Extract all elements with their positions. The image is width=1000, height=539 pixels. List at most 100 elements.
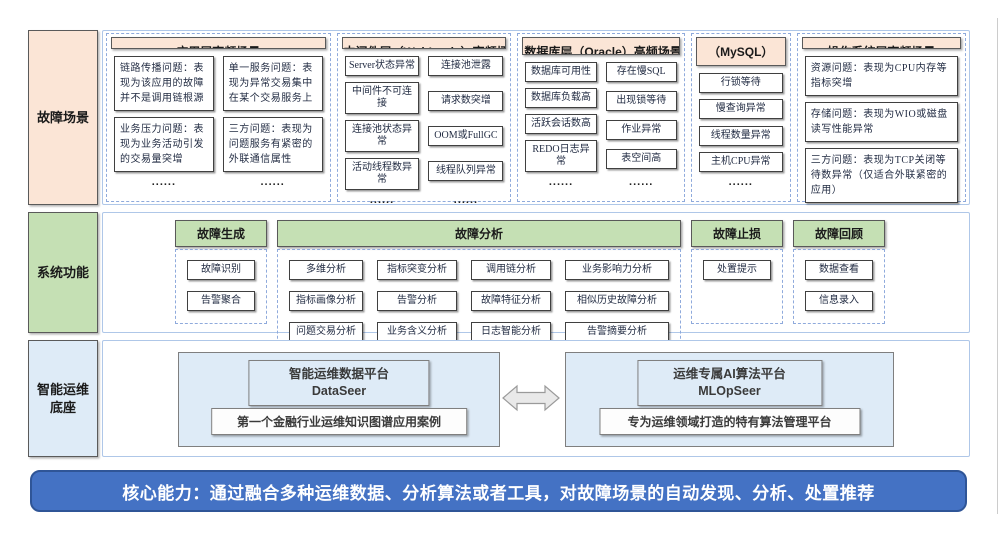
fault-scenarios-panel: 应用层高频场景 链路传播问题：表现为该应用的故障并不是调用链根源 业务压力问题：…	[102, 30, 970, 218]
scenario-card: 活动线程数异常	[344, 158, 420, 190]
section-label-fault-scenarios: 故障场景	[28, 30, 98, 205]
scenario-card: 线程数量异常	[698, 125, 783, 146]
scenario-card: 存储问题：表现为WIO或磁盘读写性能异常	[804, 102, 958, 142]
function-group-title: 故障回顾	[793, 220, 885, 247]
system-functions-band: 系统功能 故障生成 故障识别 告警聚合 故障分析 多维分析 指标突变分析 调用链…	[28, 212, 970, 349]
scenario-card: 连接池泄露	[428, 56, 504, 76]
function-item: 业务含义分析	[377, 322, 457, 342]
scenario-card: 中间件不可连接	[344, 82, 420, 114]
group-columns: 数据库可用性 数据库负载高 活跃会话数高 REDO日志异常 ...... 存在慢…	[522, 55, 679, 197]
function-group-items: 多维分析 指标突变分析 调用链分析 业务影响力分析 指标画像分析 告警分析 故障…	[277, 249, 681, 349]
function-group-items: 数据查看 信息录入	[793, 249, 885, 324]
scenario-card: 活跃会话数高	[525, 114, 597, 135]
platform-subtitle: 专为运维领域打造的特有算法管理平台	[598, 408, 861, 435]
function-item: 故障特征分析	[471, 291, 551, 311]
scenario-card: 资源问题：表现为CPU内存等指标突增	[804, 56, 958, 96]
function-item: 数据查看	[805, 260, 873, 280]
data-platform-box: 智能运维数据平台 DataSeer 第一个金融行业运维知识图谱应用案例	[178, 352, 500, 447]
function-group-title: 故障分析	[277, 220, 681, 247]
group-columns: 资源问题：表现为CPU内存等指标突增 存储问题：表现为WIO或磁盘读写性能异常 …	[802, 49, 961, 228]
function-item: 调用链分析	[471, 260, 551, 280]
function-item: 指标突变分析	[377, 260, 457, 280]
scenario-card: Server状态异常	[344, 56, 420, 76]
scenario-card: 线程队列异常	[428, 161, 504, 181]
function-item: 告警摘要分析	[565, 322, 669, 342]
ai-platform-box: 运维专属AI算法平台 MLOpSeer 专为运维领域打造的特有算法管理平台	[565, 352, 894, 447]
scenario-card: 业务压力问题：表现为业务活动引发的交易量突增	[114, 117, 214, 173]
ellipsis: ......	[728, 176, 753, 189]
scenario-group-middleware: 中间件层（WebLogic）高频场景 Server状态异常 中间件不可连接 连接…	[336, 33, 512, 205]
function-group-items: 处置提示	[691, 249, 783, 324]
platform-title: 智能运维数据平台	[288, 367, 389, 382]
function-group-fault-review: 故障回顾 数据查看 信息录入	[793, 220, 885, 324]
function-item: 告警聚合	[187, 291, 255, 311]
function-item: 指标画像分析	[289, 291, 363, 311]
group-column: 存在慢SQL 出现锁等待 作业异常 表空间高 ......	[605, 62, 677, 191]
scenario-card: 数据库可用性	[525, 62, 597, 83]
scenario-card: 出现锁等待	[605, 91, 677, 112]
group-columns: 链路传播问题：表现为该应用的故障并不是调用链根源 业务压力问题：表现为业务活动引…	[111, 49, 326, 197]
ai-platform-title-box: 运维专属AI算法平台 MLOpSeer	[636, 360, 823, 406]
scenario-card: 请求数突增	[428, 91, 504, 111]
group-title: 操作系统层高频场景	[801, 37, 961, 49]
function-item: 多维分析	[289, 260, 363, 280]
group-title: 数据库层（Oracle）高频场景	[522, 37, 680, 56]
function-item: 问题交易分析	[289, 322, 363, 342]
function-item: 信息录入	[805, 291, 873, 311]
platform-base-band: 智能运维底座 智能运维数据平台 DataSeer 第一个金融行业运维知识图谱应用…	[28, 340, 970, 457]
fault-scenarios-band: 故障场景 应用层高频场景 链路传播问题：表现为该应用的故障并不是调用链根源 业务…	[28, 30, 970, 218]
scenario-card: 主机CPU异常	[698, 151, 783, 172]
group-columns: 行锁等待 慢查询异常 线程数量异常 主机CPU异常 ......	[696, 66, 786, 197]
function-group-title: 故障止损	[691, 220, 783, 247]
scenario-card: 单一服务问题：表现为异常交易集中在某个交易服务上	[222, 56, 323, 112]
section-label-system-functions: 系统功能	[28, 212, 98, 333]
scenario-card: 表空间高	[605, 149, 677, 170]
system-functions-panel: 故障生成 故障识别 告警聚合 故障分析 多维分析 指标突变分析 调用链分析 业务…	[102, 212, 970, 349]
scenario-group-application: 应用层高频场景 链路传播问题：表现为该应用的故障并不是调用链根源 业务压力问题：…	[106, 33, 331, 202]
group-column: 数据库可用性 数据库负载高 活跃会话数高 REDO日志异常 ......	[525, 62, 597, 191]
platform-name: MLOpSeer	[698, 384, 761, 398]
scenario-group-mysql: （MySQL） 行锁等待 慢查询异常 线程数量异常 主机CPU异常 ......	[690, 33, 791, 202]
group-column: 链路传播问题：表现为该应用的故障并不是调用链根源 业务压力问题：表现为业务活动引…	[114, 56, 214, 191]
group-column: 资源问题：表现为CPU内存等指标突增 存储问题：表现为WIO或磁盘读写性能异常 …	[804, 56, 958, 222]
ellipsis: ......	[548, 176, 574, 189]
group-columns: Server状态异常 中间件不可连接 连接池状态异常 活动线程数异常 .....…	[342, 49, 507, 215]
function-group-fault-generation: 故障生成 故障识别 告警聚合	[175, 220, 267, 324]
group-column: 单一服务问题：表现为异常交易集中在某个交易服务上 三方问题：表现为问题服务有紧密…	[222, 56, 323, 191]
fault-analysis-grid: 多维分析 指标突变分析 调用链分析 业务影响力分析 指标画像分析 告警分析 故障…	[289, 260, 669, 342]
platform-name: DataSeer	[311, 384, 367, 398]
right-edge-divider	[997, 18, 998, 514]
group-column: Server状态异常 中间件不可连接 连接池状态异常 活动线程数异常 .....…	[344, 56, 420, 209]
ellipsis: ......	[453, 194, 479, 206]
group-title: 中间件层（WebLogic）高频场景	[341, 37, 507, 49]
function-group-items: 故障识别 告警聚合	[175, 249, 267, 324]
function-item: 相似历史故障分析	[565, 291, 669, 311]
scenario-card: 慢查询异常	[698, 99, 783, 120]
group-title: 应用层高频场景	[111, 37, 326, 50]
ellipsis: ......	[151, 176, 177, 189]
group-title: （MySQL）	[695, 37, 786, 66]
function-item: 业务影响力分析	[565, 260, 669, 280]
double-arrow-icon	[502, 383, 560, 413]
scenario-card: 存在慢SQL	[605, 62, 677, 83]
ellipsis: ......	[369, 194, 395, 206]
function-group-fault-mitigation: 故障止损 处置提示	[691, 220, 783, 324]
platform-subtitle: 第一个金融行业运维知识图谱应用案例	[211, 408, 467, 435]
platform-base-panel: 智能运维数据平台 DataSeer 第一个金融行业运维知识图谱应用案例 运维专属…	[102, 340, 970, 457]
scenario-card: 数据库负载高	[525, 88, 597, 109]
section-label-platform-base: 智能运维底座	[28, 340, 98, 457]
scenario-card: 三方问题：表现为TCP关闭等待数异常（仅适合外联紧密的应用）	[804, 148, 958, 203]
scenario-group-database-oracle: 数据库层（Oracle）高频场景 数据库可用性 数据库负载高 活跃会话数高 RE…	[517, 33, 685, 202]
platform-title: 运维专属AI算法平台	[673, 367, 786, 382]
group-column: 连接池泄露 请求数突增 OOM或FullGC 线程队列异常 ......	[428, 56, 504, 209]
function-group-fault-analysis: 故障分析 多维分析 指标突变分析 调用链分析 业务影响力分析 指标画像分析 告警…	[277, 220, 681, 349]
scenario-card: 三方问题：表现为问题服务有紧密的外联通信属性	[222, 117, 323, 173]
function-item: 故障识别	[187, 260, 255, 280]
function-item: 告警分析	[377, 291, 457, 311]
scenario-card: 行锁等待	[698, 73, 783, 93]
group-column: 行锁等待 慢查询异常 线程数量异常 主机CPU异常 ......	[698, 73, 783, 191]
function-group-title: 故障生成	[175, 220, 267, 247]
function-item: 处置提示	[703, 260, 771, 280]
function-item: 日志智能分析	[471, 322, 551, 342]
scenario-card: REDO日志异常	[525, 140, 597, 173]
